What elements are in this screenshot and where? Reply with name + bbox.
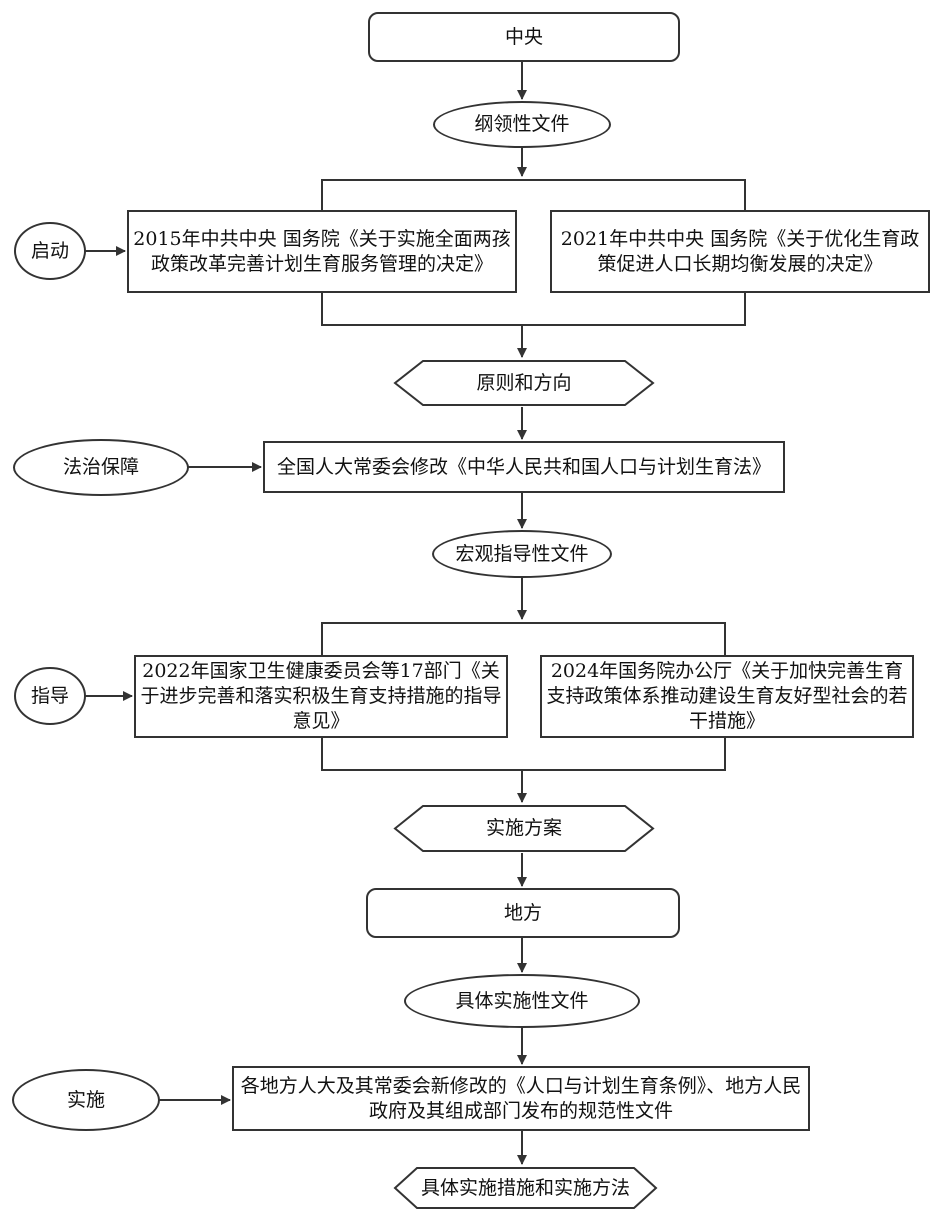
start-ellipse: 启动 (14, 222, 86, 280)
bracket-bottom-1 (321, 293, 746, 326)
hexagon-shape (393, 1167, 658, 1209)
implement-ellipse: 实施 (12, 1069, 160, 1131)
doc-2021-box: 2021年中共中央 国务院《关于优化生育政策促进人口长期均衡发展的决定》 (550, 210, 930, 293)
macro-docs-ellipse: 宏观指导性文件 (432, 530, 612, 578)
bracket-top-2 (321, 622, 726, 655)
legal-ellipse: 法治保障 (13, 439, 189, 496)
specific-docs-ellipse: 具体实施性文件 (404, 974, 640, 1028)
local-docs-box: 各地方人大及其常委会新修改的《人口与计划生育条例》、地方人民政府及其组成部门发布… (232, 1066, 810, 1131)
guiding-docs-ellipse: 纲领性文件 (433, 101, 611, 148)
bracket-top-1 (321, 179, 746, 210)
bracket-bottom-2 (321, 738, 726, 771)
local-node: 地方 (366, 888, 680, 938)
guide-ellipse: 指导 (14, 667, 86, 725)
law-box: 全国人大常委会修改《中华人民共和国人口与计划生育法》 (263, 441, 785, 493)
doc-2015-box: 2015年中共中央 国务院《关于实施全面两孩政策改革完善计划生育服务管理的决定》 (127, 210, 517, 293)
hexagon-shape (393, 360, 655, 406)
doc-2022-box: 2022年国家卫生健康委员会等17部门《关于进步完善和落实积极生育支持措施的指导… (134, 655, 508, 738)
doc-2024-box: 2024年国务院办公厅《关于加快完善生育支持政策体系推动建设生育友好型社会的若干… (540, 655, 914, 738)
hexagon-shape (393, 805, 655, 852)
measures-hexagon: 具体实施措施和实施方法 (393, 1166, 658, 1210)
principle-hexagon: 原则和方向 (393, 359, 655, 407)
central-node: 中央 (368, 12, 680, 62)
plan-hexagon: 实施方案 (393, 804, 655, 853)
